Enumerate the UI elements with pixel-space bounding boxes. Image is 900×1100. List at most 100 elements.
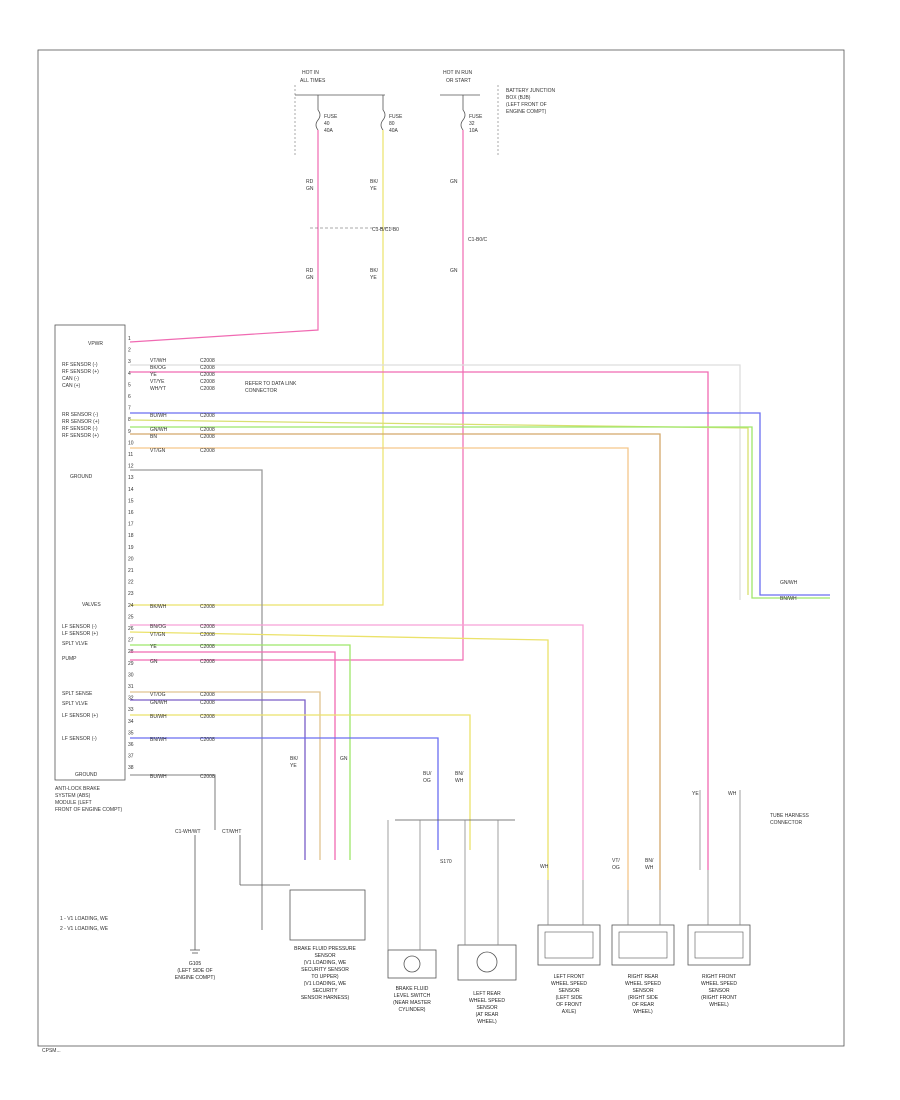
wire-lr-sense-blue: [130, 737, 439, 850]
wire-splt-vlve-pink: [130, 651, 336, 860]
svg-text:BN/WH: BN/WH: [645, 858, 654, 871]
right-link-2: BN/WH: [780, 596, 797, 602]
tag-l9-color: BU/WH: [150, 774, 167, 780]
pin-number: 3: [128, 359, 131, 365]
pin-number: 7: [128, 406, 131, 412]
pin-label-rf2-pos: RF SENSOR (+): [62, 433, 99, 439]
footer-code: CPSM...: [42, 1048, 61, 1054]
wire-rf-sense-neg: [130, 364, 741, 600]
tag-l2-conn: C2008: [200, 632, 215, 638]
pin-number: 17: [128, 522, 134, 528]
brake-caption-5: TO UPPER): [311, 974, 338, 980]
fuse-3-label: FUSE: [469, 114, 483, 120]
wire-top-3a: GN: [450, 179, 458, 185]
pin-number: 6: [128, 394, 131, 400]
pin-number: 4: [128, 371, 131, 377]
pin-label-splt-vlve-2: SPLT VLVE: [62, 701, 89, 707]
pin-number: 35: [128, 730, 134, 736]
wire-vpwr: [129, 130, 319, 343]
pin-number: 10: [128, 440, 134, 446]
tag-u0-conn: C2008: [200, 358, 215, 364]
stag-5b: OG: [612, 865, 620, 871]
right-front-wheel-speed-sensor: [687, 924, 751, 966]
s1-caption-5: OF FRONT: [556, 1002, 582, 1008]
right-link-1: GN/WH: [780, 580, 798, 586]
tag-l8-conn: C2008: [200, 737, 215, 743]
level-caption-3: (NEAR MASTER: [393, 1000, 431, 1006]
wire-rf2-orange: [130, 447, 629, 890]
fuse-1-number: 40: [324, 121, 330, 127]
lr-caption-3: SENSOR: [476, 1005, 498, 1011]
brake-caption-6: (V1 LOADING, WE: [304, 981, 347, 987]
wire-lf-sense-yellow: [129, 631, 549, 880]
brake-caption-8: SENSOR HARNESS): [301, 995, 350, 1001]
tag-l4-conn: C2008: [200, 659, 215, 665]
fuse-1-symbol: [315, 109, 321, 131]
fuse-note-3: (LEFT FRONT OF: [506, 102, 547, 108]
pin-label-can-neg: CAN (-): [62, 376, 79, 382]
lr-caption-2: WHEEL SPEED: [469, 998, 505, 1004]
pin-number: 27: [128, 638, 134, 644]
gnd-caption-1: G105: [189, 961, 201, 967]
tag-u6-color: GN/WH: [150, 427, 168, 433]
pin-number: 29: [128, 661, 134, 667]
stag-0a: BU/: [423, 771, 432, 777]
pin-number: 8: [128, 417, 131, 423]
tag-u2-conn: C2008: [200, 372, 215, 378]
upper-signal-wires: [129, 364, 830, 930]
pin-label-can-pos: CAN (+): [62, 383, 81, 389]
pin-label-splt-sense: SPLT SENSE: [62, 691, 93, 697]
pin-label-rr-pos: RR SENSOR (+): [62, 419, 100, 425]
stag-1b: WH: [455, 778, 464, 784]
tag-u1-conn: C2008: [200, 365, 215, 371]
s2-caption-1: RIGHT REAR: [628, 974, 659, 980]
wire-pump-feed: [130, 130, 464, 661]
brake-caption-7: SECURITY: [312, 988, 338, 994]
s2-caption-4: (RIGHT SIDE: [628, 995, 659, 1001]
connector-1-label: C1-B/C1-B0: [372, 227, 399, 233]
frame-note-2: CONNECTOR: [770, 820, 803, 826]
hot-right-2: OR START: [446, 78, 471, 84]
fuse-3-symbol: [460, 109, 466, 131]
pin-number: 24: [128, 603, 134, 609]
tag-u3-color: VT/YE: [150, 379, 165, 385]
pin-number: 37: [128, 754, 134, 760]
s2-caption-3: SENSOR: [632, 988, 654, 994]
wire-bot-1b: GN: [306, 275, 314, 281]
pin-number: 1: [128, 336, 131, 342]
lr-caption-5: WHEEL): [477, 1019, 497, 1025]
frame-note-1: TUBE HARNESS: [770, 813, 810, 819]
pin-number: 36: [128, 742, 134, 748]
pin-number: 2: [128, 348, 131, 354]
wire-top-2a: BK/: [370, 179, 379, 185]
fuse-3-number: 32: [469, 121, 475, 127]
stag-4: WH: [540, 864, 549, 870]
brake-caption-4: SECURITY SENSOR: [301, 967, 349, 973]
pin-label-ground-lower: GROUND: [75, 772, 98, 778]
pin-number: 19: [128, 545, 134, 551]
pin-label-lf2-pos: LF SENSOR (+): [62, 713, 98, 719]
level-caption-2: LEVEL SWITCH: [394, 993, 431, 999]
wire-bot-3a: GN: [450, 268, 458, 274]
pin-label-rf-neg: RF SENSOR (-): [62, 362, 98, 368]
wire-valves-feed: [130, 130, 384, 606]
wire-ground-lower: [130, 774, 216, 830]
s3-caption-2: WHEEL SPEED: [701, 981, 737, 987]
pin-label-lf-pos: LF SENSOR (+): [62, 631, 98, 637]
tag-u2-color: YE: [150, 372, 157, 378]
s1-caption-1: LEFT FRONT: [554, 974, 585, 980]
right-rear-wheel-speed-sensor: [611, 924, 675, 966]
hot-left-1: HOT IN: [302, 70, 319, 76]
wire-lf-sense-pink: [130, 624, 584, 880]
tag-u4-color: WH/YT: [150, 386, 166, 392]
stag-1a: BN/: [455, 771, 464, 777]
fuse-1-rating: 40A: [324, 128, 334, 134]
fuse-2-rating: 40A: [389, 128, 399, 134]
wire-bot-2a: BK/: [370, 268, 379, 274]
wire-can-green: [130, 426, 830, 599]
